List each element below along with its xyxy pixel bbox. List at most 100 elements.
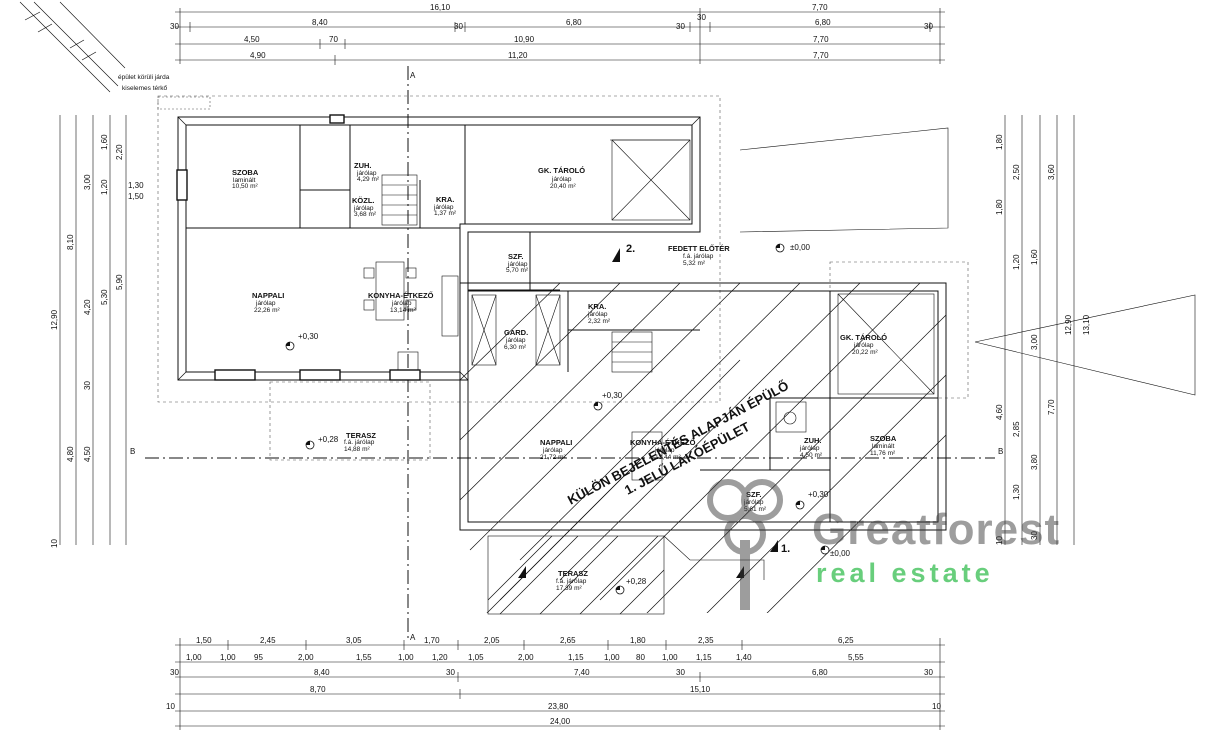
entrance-arrow-icon: [770, 540, 778, 552]
bottom-dim: 10: [932, 702, 941, 711]
top-dim: 4,90: [250, 51, 266, 60]
room-area: 6,30 m²: [504, 344, 527, 351]
bottom-dim: 1,50: [196, 636, 212, 645]
level-value: +0,30: [808, 490, 829, 499]
room-name: TERASZ: [346, 431, 376, 440]
room-area: 21,72 m²: [540, 454, 566, 461]
bottom-dim: 2,65: [560, 636, 576, 645]
axis-a-top: A: [410, 71, 416, 80]
room-floor: járólap: [433, 204, 454, 211]
room-floor: járólap: [743, 499, 764, 506]
top-dim: 70: [329, 35, 338, 44]
right-dim: 2,85: [1012, 421, 1021, 437]
level-marker-icon: [615, 585, 625, 595]
bottom-dim: 10: [166, 702, 175, 711]
top-dim: 8,40: [312, 18, 328, 27]
room-name: GARD.: [504, 328, 528, 337]
bottom-dim: 1,15: [568, 653, 584, 662]
paving-note: kiselemes térkő: [122, 85, 168, 92]
bottom-dim: 30: [446, 668, 455, 677]
room-name: KONYHA-ÉTKEZŐ: [368, 291, 434, 300]
room-area: 10,50 m²: [232, 183, 258, 190]
house-1-room-labels: KRA. járólap 2,32 m² GK. TÁROLÓ járólap …: [540, 302, 897, 592]
section-axes: A A B B: [130, 66, 1003, 642]
axis-b-right: B: [998, 447, 1003, 456]
top-dim-total-right: 7,70: [812, 3, 828, 12]
bottom-dim: 15,10: [690, 685, 711, 694]
left-dim: 12,90: [50, 309, 59, 330]
bottom-dim: 7,40: [574, 668, 590, 677]
level-value: +0,28: [626, 577, 647, 586]
room-name: GK. TÁROLÓ: [840, 333, 887, 342]
level-marks: ±0,00 +0,30 +0,28 +0,30 +0,28 +0,30 ±0,0…: [285, 243, 851, 595]
room-area: 5,32 m²: [683, 260, 706, 267]
unit-1-label: 1.: [781, 543, 790, 555]
walkway-detail: épület körüli járda kiselemes térkő: [19, 1, 211, 110]
room-floor: járólap: [799, 445, 820, 452]
room-name: SZF.: [746, 490, 761, 499]
bottom-dim: 1,00: [398, 653, 414, 662]
room-name: KÖZL.: [352, 196, 375, 205]
top-dim: 7,70: [813, 51, 829, 60]
room-area: 13,44 m²: [655, 454, 681, 461]
right-dim: 1,60: [1030, 249, 1039, 265]
room-name: SZF.: [508, 252, 523, 261]
right-dim: 12,90: [1064, 314, 1073, 335]
top-dim: 30: [676, 22, 685, 31]
bottom-dim: 23,80: [548, 702, 569, 711]
axis-a-bottom: A: [410, 633, 416, 642]
right-dim: 7,70: [1047, 399, 1056, 415]
greatforest-logo-icon: [707, 479, 783, 610]
room-area: 11,76 m²: [870, 450, 896, 457]
level-marker-icon: [775, 243, 785, 253]
right-dim: 4,60: [995, 404, 1004, 420]
room-area: 2,32 m²: [588, 318, 611, 325]
axis-b-left: B: [130, 447, 135, 456]
left-dim: 30: [83, 381, 92, 390]
left-dim: 1,60: [100, 134, 109, 150]
top-dim-total-left: 16,10: [430, 3, 451, 12]
room-name: NAPPALI: [540, 438, 572, 447]
room-name: TERASZ: [558, 569, 588, 578]
room-floor: járólap: [507, 261, 528, 268]
top-dimension-chains: 16,10 7,70 30 8,40 30 6,80 30 30 6,80 30…: [170, 3, 945, 65]
watermark-tagline: real estate: [816, 558, 994, 588]
bottom-dim: 2,45: [260, 636, 276, 645]
room-area: 4,29 m²: [357, 176, 380, 183]
bottom-dim: 30: [676, 668, 685, 677]
entrance-arrow-icon: [518, 566, 526, 578]
bottom-dim: 6,25: [838, 636, 854, 645]
bottom-dim: 1,80: [630, 636, 646, 645]
right-dim: 1,80: [995, 134, 1004, 150]
bottom-dim: 5,55: [848, 653, 864, 662]
right-dim: 10: [995, 536, 1004, 545]
bottom-dimension-chains: 1,50 2,45 3,05 1,70 2,05 2,65 1,80 2,35 …: [166, 636, 945, 730]
bottom-dim: 1,00: [186, 653, 202, 662]
bottom-dim: 6,80: [812, 668, 828, 677]
top-dim: 6,80: [815, 18, 831, 27]
room-area: 20,22 m²: [852, 349, 878, 356]
right-dim: 2,50: [1012, 164, 1021, 180]
room-floor: járólap: [356, 170, 377, 177]
left-dim: 10: [50, 539, 59, 548]
room-floor: f.á. járólap: [344, 439, 375, 446]
top-dim: 6,80: [566, 18, 582, 27]
bottom-dim: 30: [924, 668, 933, 677]
room-floor: járólap: [542, 447, 563, 454]
room-name: SZOBA: [870, 434, 897, 443]
left-dim: 1,50: [128, 192, 144, 201]
bottom-dim: 1,70: [424, 636, 440, 645]
bottom-dim: 1,00: [604, 653, 620, 662]
room-floor: járólap: [654, 447, 675, 454]
room-name: ZUH.: [354, 161, 372, 170]
bottom-dim: 2,05: [484, 636, 500, 645]
room-name: KRA.: [436, 195, 454, 204]
bottom-dim: 1,05: [468, 653, 484, 662]
level-value: +0,30: [298, 332, 319, 341]
unit-markers: 2. 1.: [518, 243, 790, 578]
house-2-building: [157, 95, 721, 461]
right-dimension-chains: 1,80 2,50 3,60 1,60 1,80 1,20 3,00 13,10…: [739, 115, 1196, 545]
room-floor: járólap: [505, 337, 526, 344]
greatforest-watermark: Greatforest real estate: [707, 479, 1059, 610]
level-value: +0,28: [318, 435, 339, 444]
